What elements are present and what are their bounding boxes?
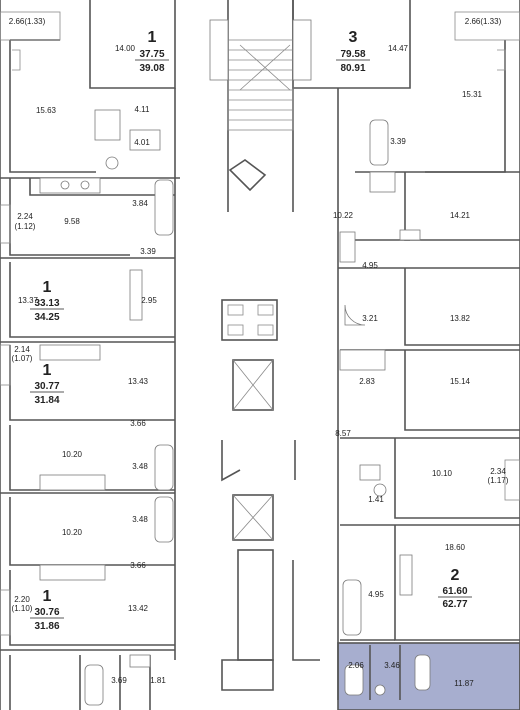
room-area: 14.00 [115,44,136,53]
room-area: 18.60 [445,543,466,552]
room-area: 3.69 [111,676,127,685]
room-area: 9.58 [64,217,80,226]
rooms-count: 1 [43,279,52,296]
area-full: 39.08 [139,63,164,74]
room-area: 13.43 [128,377,149,386]
balconies [0,11,520,636]
room-area: 10.10 [432,469,453,478]
room-area: 13.37 [18,296,39,305]
area-full: 31.86 [34,621,59,632]
apartment-label-left-5: 1 30.76 31.86 [30,588,64,632]
room-area: (1.10) [12,604,33,613]
apartment-label-top-right: 3 79.58 80.91 [336,29,370,74]
room-area: 15.14 [450,377,471,386]
apartment-label-left-2: 1 33.13 34.25 [30,279,64,323]
room-area: 14.21 [450,211,471,220]
room-area: 2.83 [359,377,375,386]
fixtures [39,19,431,706]
room-area: 3.66 [130,561,146,570]
room-area: 1.41 [368,495,384,504]
room-area: 13.82 [450,314,471,323]
area-total: 30.77 [34,381,59,392]
room-area: 3.48 [132,462,148,471]
area-full: 34.25 [34,312,59,323]
room-area: (1.12) [15,222,36,231]
room-area: 4.01 [134,138,150,147]
room-area: 4.95 [362,261,378,270]
room-areas: 2.66(1.33) 14.00 15.63 4.11 4.01 3.84 2.… [9,17,509,688]
area-total: 79.58 [340,49,365,60]
room-area: (1.17) [488,476,509,485]
rooms-count: 3 [349,29,358,46]
room-area: 11.87 [454,679,474,688]
room-area: 8.57 [335,429,351,438]
apartment-label-left-3: 1 30.77 31.84 [30,362,64,406]
room-area: 10.20 [62,528,83,537]
rooms-count: 1 [148,29,157,46]
room-area: 10.20 [62,450,83,459]
room-area: 3.39 [390,137,406,146]
apartment-label-top-left: 1 37.75 39.08 [135,29,169,74]
right-walls [338,171,520,700]
area-total: 37.75 [139,49,164,60]
room-area: 3.66 [130,419,146,428]
room-area: 3.48 [132,515,148,524]
area-total: 61.60 [442,586,467,597]
room-area: 3.46 [384,661,400,670]
room-area: 3.21 [362,314,378,323]
room-area: 2.20 [14,595,30,604]
room-area: (1.07) [12,354,33,363]
rooms-count: 1 [43,588,52,605]
room-area: 15.63 [36,106,57,115]
room-area: 2.34 [490,467,506,476]
room-area: 2.95 [141,296,157,305]
room-area: 3.84 [132,199,148,208]
rooms-count: 2 [451,567,460,584]
room-area: 4.95 [368,590,384,599]
room-area: 2.24 [17,212,33,221]
core [221,39,320,691]
area-total: 30.76 [34,607,59,618]
left-walls [0,177,180,710]
rooms-count: 1 [43,362,52,379]
area-full: 31.84 [34,395,59,406]
room-area: 2.66(1.33) [465,17,502,26]
area-total: 33.13 [34,298,59,309]
room-area: 3.39 [140,247,156,256]
room-area: 1.81 [150,676,166,685]
room-area: 14.47 [388,44,409,53]
room-area: 15.31 [462,90,483,99]
room-area: 2.06 [348,661,364,670]
room-area: 2.66(1.33) [9,17,46,26]
area-full: 80.91 [340,63,365,74]
room-area: 2.14 [14,345,30,354]
room-area: 10.22 [333,211,354,220]
apartment-label-right-2: 2 61.60 62.77 [438,567,472,610]
area-full: 62.77 [442,599,467,610]
room-area: 4.11 [135,105,151,114]
room-area: 13.42 [128,604,149,613]
